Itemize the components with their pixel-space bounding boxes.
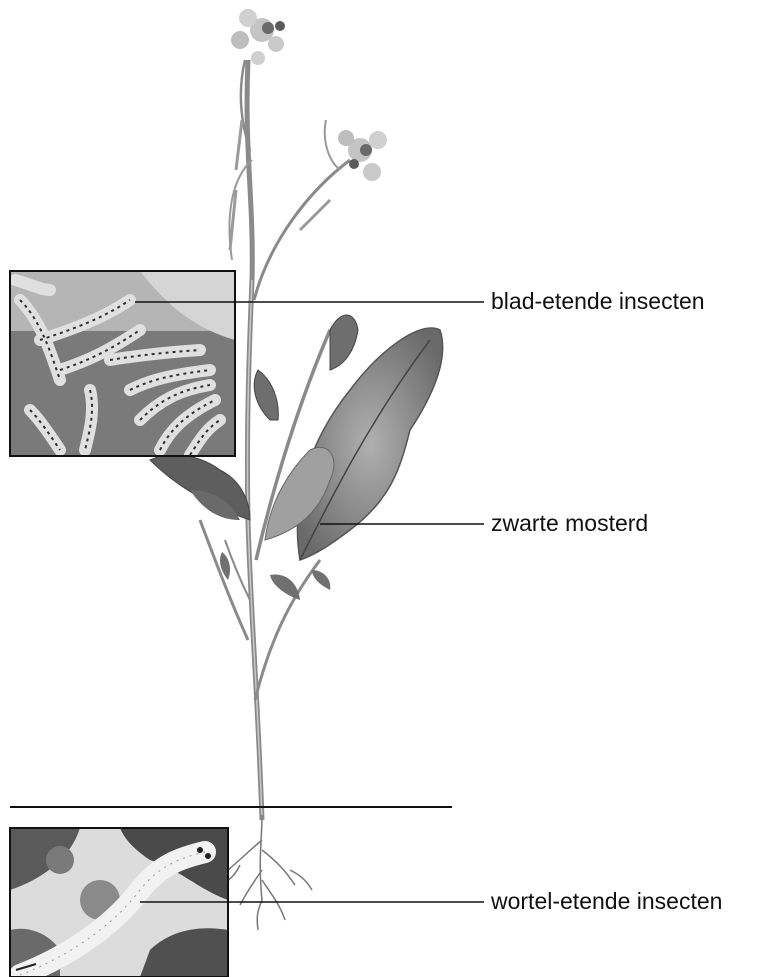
caterpillars-photo-icon — [10, 271, 235, 456]
flower-cluster-top — [231, 9, 285, 65]
mustard-plant — [150, 9, 443, 930]
label-root-eating-insects: wortel-etende insecten — [491, 890, 722, 913]
flower-cluster-right — [338, 130, 387, 181]
roots — [222, 815, 312, 930]
label-black-mustard: zwarte mosterd — [491, 512, 648, 535]
label-leaf-eating-insects: blad-etende insecten — [491, 290, 705, 313]
large-leaf-left — [150, 455, 250, 520]
large-leaf-right — [297, 328, 442, 560]
main-stem — [247, 60, 262, 820]
